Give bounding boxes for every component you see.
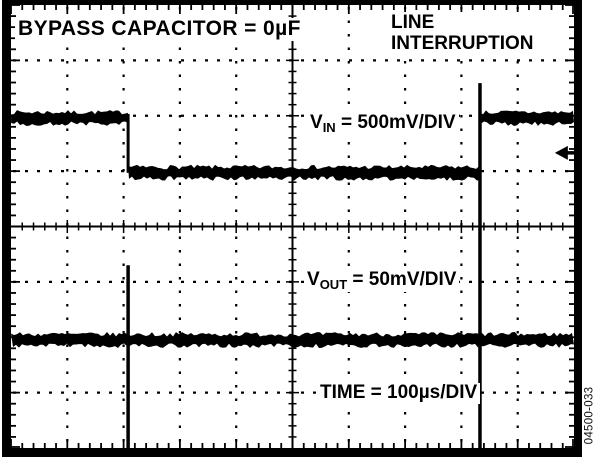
line-interruption-line1: LINE — [391, 12, 435, 33]
vout-scale-text: = 50mV/DIV — [347, 269, 457, 290]
vout-symbol: V — [307, 269, 320, 290]
vout-scale-label: VOUT = 50mV/DIV — [304, 269, 460, 293]
vin-symbol: V — [310, 112, 323, 133]
bypass-capacitor-label: BYPASS CAPACITOR = 0µF — [15, 17, 304, 41]
time-scale-label: TIME = 100µs/DIV — [317, 382, 481, 404]
line-interruption-line2: INTERRUPTION — [391, 33, 534, 54]
vin-scale-label: VIN = 500mV/DIV — [307, 112, 459, 136]
line-interruption-label: LINE INTERRUPTION — [388, 12, 537, 54]
figure-number: 04500-033 — [583, 386, 596, 445]
vin-subscript: IN — [322, 120, 336, 135]
vin-scale-text: = 500mV/DIV — [335, 112, 456, 133]
oscilloscope-graticule — [2, 0, 582, 457]
vout-subscript: OUT — [319, 277, 348, 292]
waveform-plot — [11, 5, 574, 448]
